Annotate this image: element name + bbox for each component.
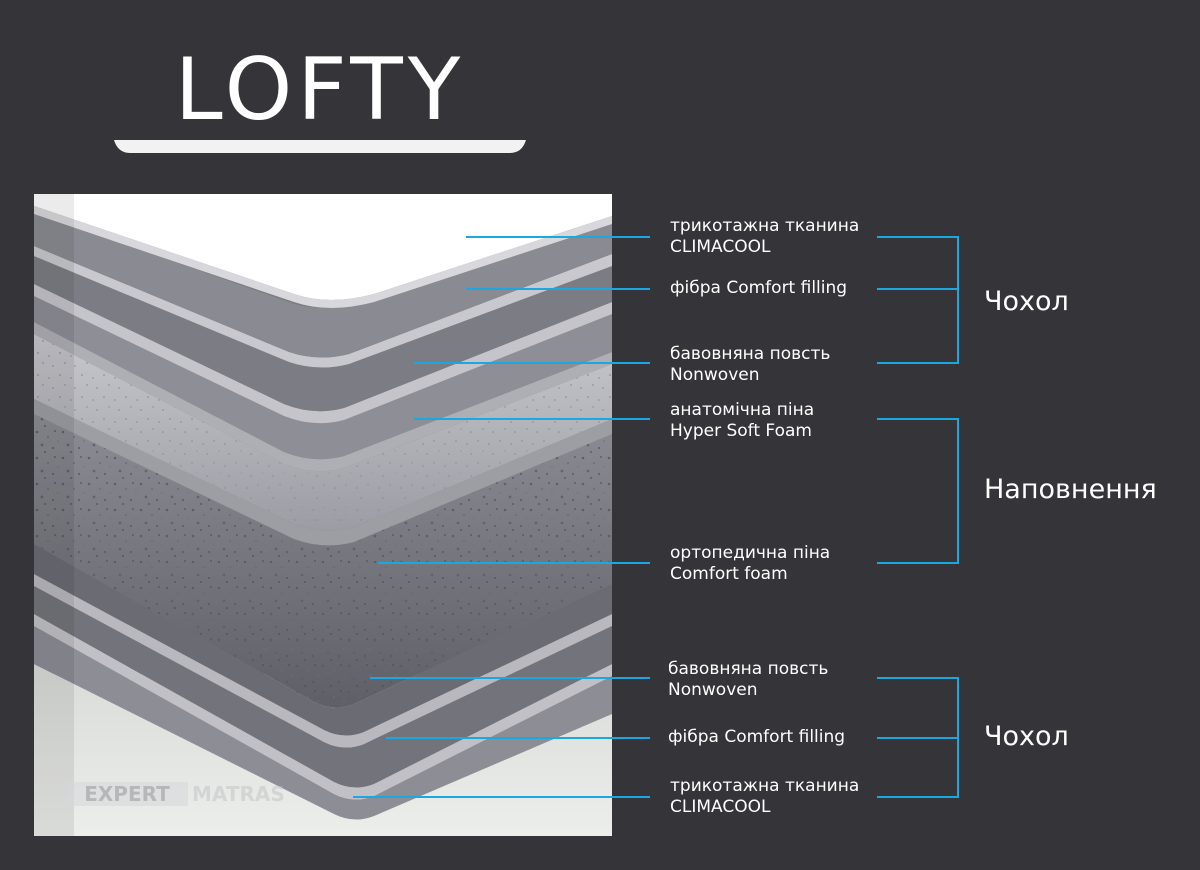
- layer-label-comfort-foam: ортопедична піна Comfort foam: [670, 543, 830, 585]
- title-underline: [114, 140, 526, 153]
- svg-text:MATRAS: MATRAS: [192, 782, 285, 806]
- layer-material: CLIMACOOL: [670, 237, 771, 257]
- layer-name: бавовняна повсть: [668, 659, 829, 679]
- layer-name: бавовняна повсть: [670, 344, 831, 364]
- layer-label-bottom-nonwoven: бавовняна повсть Nonwoven: [668, 659, 828, 701]
- layer-name: фібра Comfort filling: [670, 278, 848, 298]
- layer-label-top-fibre: фібра Comfort filling: [670, 278, 847, 299]
- layer-material: Hyper Soft Foam: [670, 421, 812, 441]
- group-label-bottom-cover: Чохол: [984, 721, 1069, 752]
- layer-name: трикотажна тканина: [670, 776, 860, 796]
- layer-label-bottom-fabric: трикотажна тканина CLIMACOOL: [670, 776, 859, 818]
- layer-name: трикотажна тканина: [670, 216, 860, 236]
- layer-name: анатомічна піна: [670, 400, 815, 420]
- layer-label-bottom-fibre: фібра Comfort filling: [668, 727, 845, 748]
- group-label-top-cover: Чохол: [984, 286, 1069, 317]
- layer-material: Nonwoven: [668, 680, 758, 700]
- group-label-filling: Наповнення: [984, 474, 1157, 505]
- svg-text:EXPERT: EXPERT: [84, 782, 170, 806]
- layer-material: Nonwoven: [670, 365, 760, 385]
- mattress-cross-section-image: EXPERT MATRAS: [34, 194, 612, 836]
- expert-matras-watermark: EXPERT MATRAS: [66, 782, 285, 806]
- layer-label-top-nonwoven: бавовняна повсть Nonwoven: [670, 344, 830, 386]
- layer-material: Comfort foam: [670, 564, 788, 584]
- layer-name: ортопедична піна: [670, 543, 831, 563]
- layer-name: фібра Comfort filling: [668, 727, 846, 747]
- layer-material: CLIMACOOL: [670, 797, 771, 817]
- layer-label-top-fabric: трикотажна тканина CLIMACOOL: [670, 216, 859, 258]
- product-title: LOFTY: [174, 40, 466, 140]
- layer-label-hyper-soft-foam: анатомічна піна Hyper Soft Foam: [670, 400, 814, 442]
